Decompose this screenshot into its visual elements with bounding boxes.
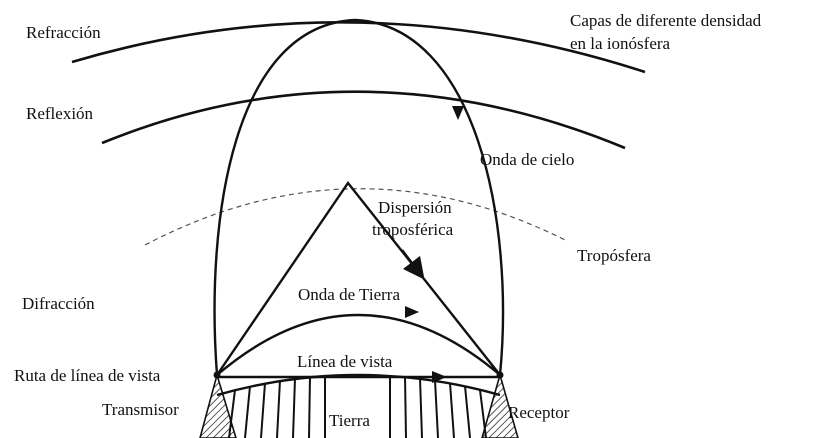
troposphere-label: Tropósfera [577,246,651,265]
refraction-label: Refracción [26,23,101,42]
ground-wave-arrow [405,306,419,318]
transmitter-label: Transmisor [102,400,179,419]
line-of-sight-route-label: Ruta de línea de vista [14,366,161,385]
troposphere-layer [144,188,566,246]
earth-hatching [228,375,487,438]
transmitter-antenna-dot [213,371,221,379]
ionosphere-lower-layer [101,90,626,150]
tropospheric-scatter-label-line1: Dispersión [378,198,452,217]
ground-wave-label: Onda de Tierra [298,285,400,304]
tropospheric-scatter-path [216,180,501,376]
receiver-tower [481,372,519,438]
diffraction-label: Difracción [22,294,95,313]
receiver-label: Receptor [508,403,570,422]
transmitter-tower [199,372,237,438]
ionosphere-layers-label-line1: Capas de diferente densidad [570,11,762,30]
sky-wave-arrow [452,106,464,120]
tropospheric-scatter-label-line2: troposférica [372,220,454,239]
earth-surface [216,373,501,397]
ionosphere-layers-label-line2: en la ionósfera [570,34,671,53]
reflection-label: Reflexión [26,104,94,123]
ionosphere-upper-layer [71,21,646,74]
earth-label: Tierra [329,411,370,430]
tropospheric-scatter-arrow [401,249,425,280]
sky-wave-path [213,18,505,376]
receiver-antenna-dot [496,371,504,379]
ground-wave-path [216,313,501,376]
line-of-sight-label: Línea de vista [297,352,393,371]
sky-wave-label: Onda de cielo [480,150,574,169]
